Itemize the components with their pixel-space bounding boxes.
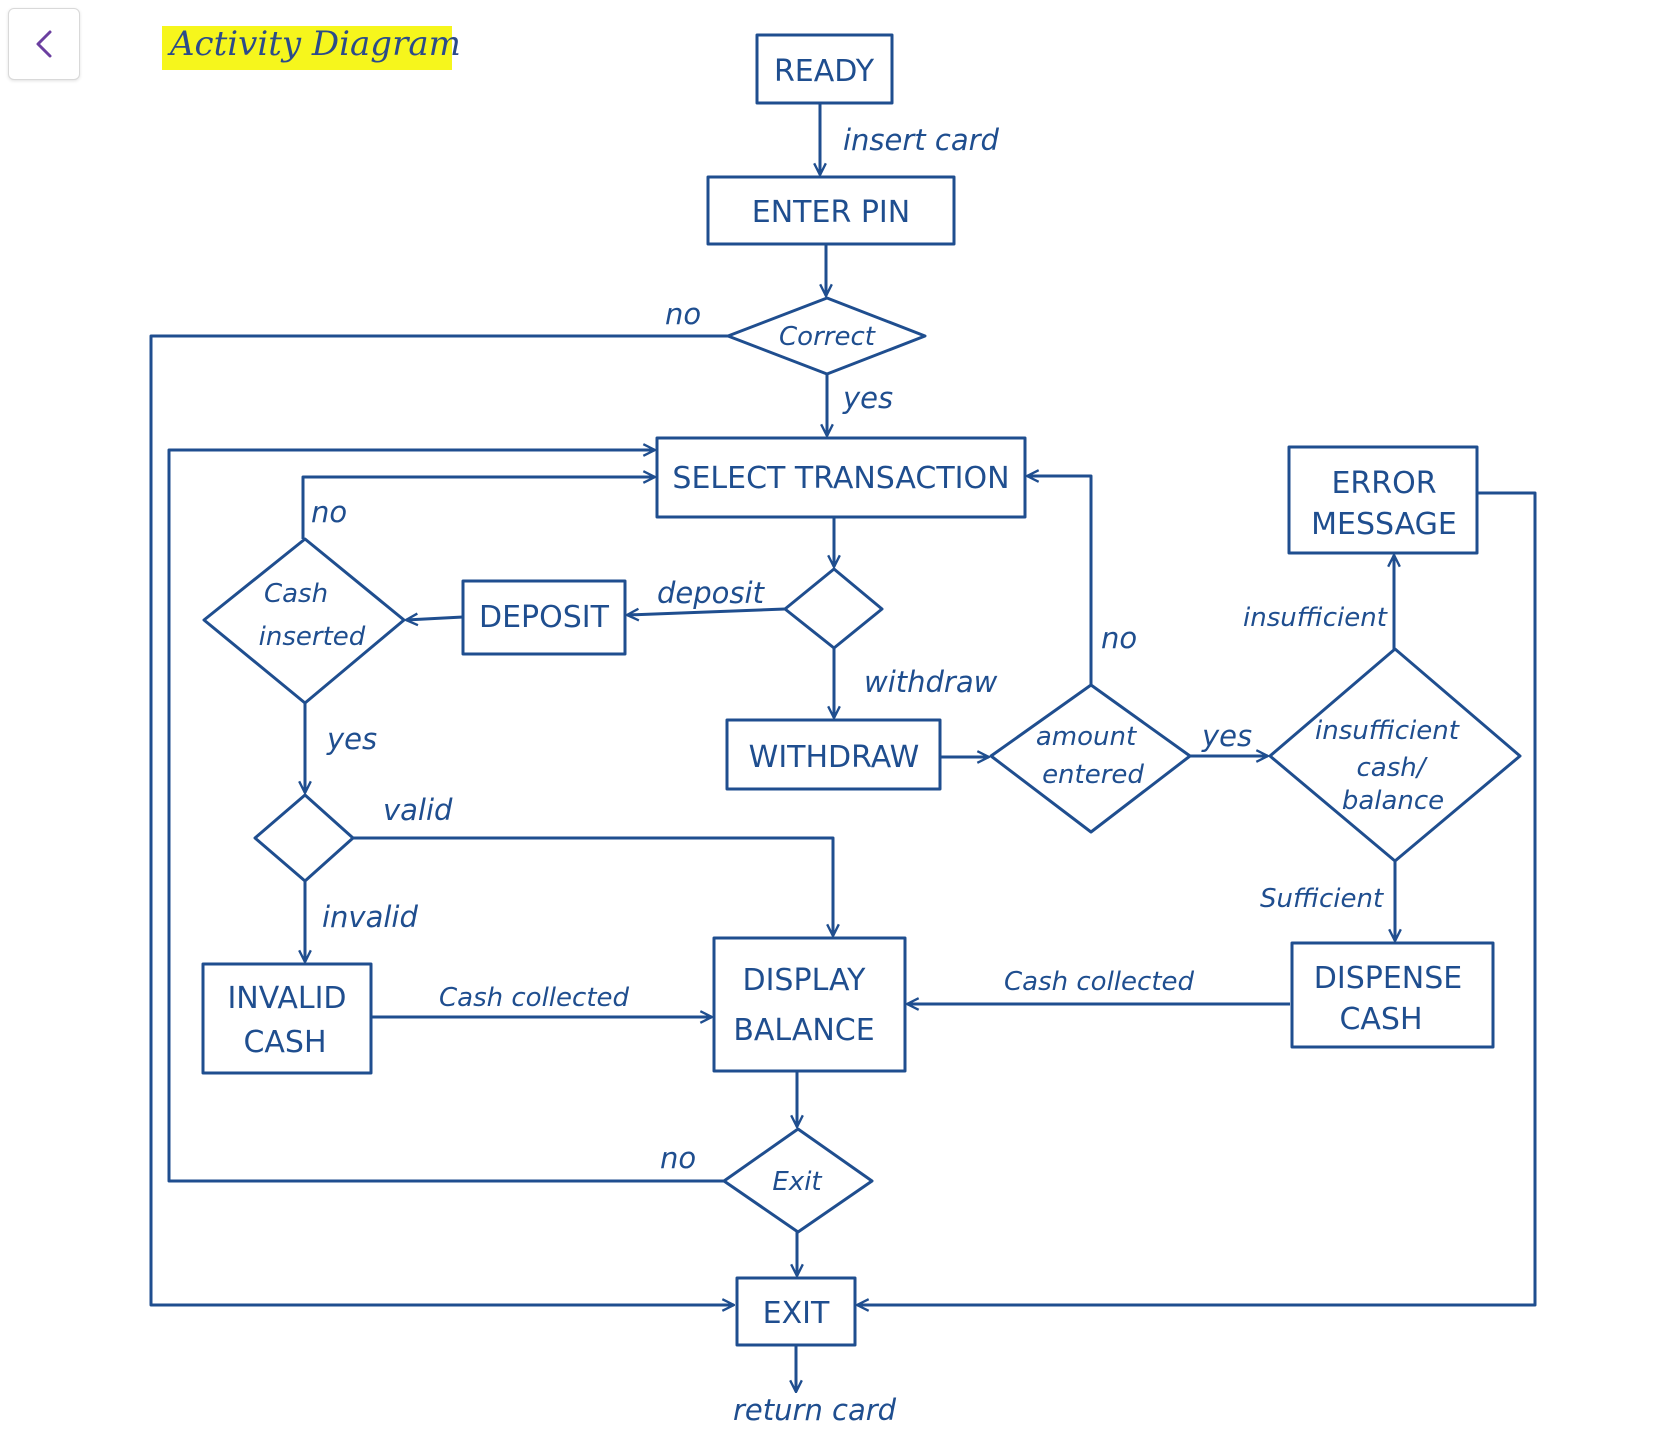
insufficient-label-2: cash/ <box>1356 753 1428 783</box>
edge-decision-deposit <box>627 607 786 615</box>
sufficient-edge-label: Sufficient <box>1260 884 1384 914</box>
cash-yes-label: yes <box>326 722 377 756</box>
amount-entered-label-2: entered <box>1042 760 1144 790</box>
cash-inserted-label-1: Cash <box>264 579 328 609</box>
cash-inserted-decision <box>202 537 406 705</box>
valid-label: valid <box>383 793 453 827</box>
amount-entered-decision <box>989 683 1192 834</box>
dispense-cash-collected-label: Cash collected <box>1004 967 1195 997</box>
title-highlight <box>162 26 452 70</box>
back-button[interactable] <box>8 8 80 80</box>
error-message-label-2: MESSAGE <box>1311 507 1457 542</box>
dispense-cash-label-2: CASH <box>1339 1002 1422 1037</box>
invalid-cash-collected-label: Cash collected <box>439 983 630 1013</box>
return-card-label: return card <box>733 1393 897 1427</box>
enter-pin-label: ENTER PIN <box>752 195 910 230</box>
deposit-label: DEPOSIT <box>479 600 610 635</box>
amount-no-label: no <box>1101 621 1137 655</box>
ready-node <box>755 33 894 105</box>
chevron-left-icon <box>36 30 52 58</box>
cash-no-label: no <box>311 495 347 529</box>
page-title: Activity Diagram <box>170 24 461 64</box>
insufficient-edge-label: insufficient <box>1243 603 1388 633</box>
exit-label: EXIT <box>763 1296 830 1331</box>
enter-pin-node <box>706 175 956 246</box>
ready-label: READY <box>774 54 875 89</box>
invalid-cash-label-1: INVALID <box>227 981 346 1016</box>
amount-yes-label: yes <box>1201 719 1252 753</box>
withdraw-node <box>725 718 942 791</box>
correct-no-label: no <box>665 297 701 331</box>
edge-cashinserted-no-select <box>301 477 655 539</box>
insert-card-label: insert card <box>843 123 1000 157</box>
select-transaction-label: SELECT TRANSACTION <box>672 461 1009 496</box>
invalid-cash-label-2: CASH <box>243 1025 326 1060</box>
edge-valid-displaybalance <box>353 836 833 936</box>
exit-no-label: no <box>660 1141 696 1175</box>
edge-exitdecision-no-select <box>167 450 724 1183</box>
insufficient-label-3: balance <box>1342 786 1444 816</box>
cash-inserted-label-2: inserted <box>259 622 366 652</box>
dispense-cash-node <box>1290 941 1495 1049</box>
amount-entered-label-1: amount <box>1036 722 1137 752</box>
edge-amount-no-select <box>1027 476 1093 685</box>
invalid-label: invalid <box>322 900 418 934</box>
withdraw-label: WITHDRAW <box>749 740 920 775</box>
error-message-label-1: ERROR <box>1331 466 1436 501</box>
transaction-decision <box>783 567 884 650</box>
display-balance-label-1: DISPLAY <box>742 963 866 998</box>
display-balance-node <box>712 936 907 1073</box>
insufficient-label-1: insufficient <box>1315 716 1460 746</box>
error-message-node <box>1287 445 1479 555</box>
correct-label: Correct <box>779 322 876 352</box>
exit-decision-label: Exit <box>772 1167 822 1197</box>
valid-decision <box>253 793 355 883</box>
deposit-edge-label: deposit <box>657 576 766 610</box>
select-transaction-node <box>655 436 1027 519</box>
display-balance-label-2: BALANCE <box>733 1013 874 1048</box>
correct-yes-label: yes <box>842 381 893 415</box>
edge-deposit-cashinserted <box>406 617 464 620</box>
dispense-cash-label-1: DISPENSE <box>1314 961 1462 996</box>
edge-error-exit <box>857 491 1537 1305</box>
withdraw-edge-label: withdraw <box>864 665 998 699</box>
edge-correct-no-exit <box>149 334 734 1305</box>
